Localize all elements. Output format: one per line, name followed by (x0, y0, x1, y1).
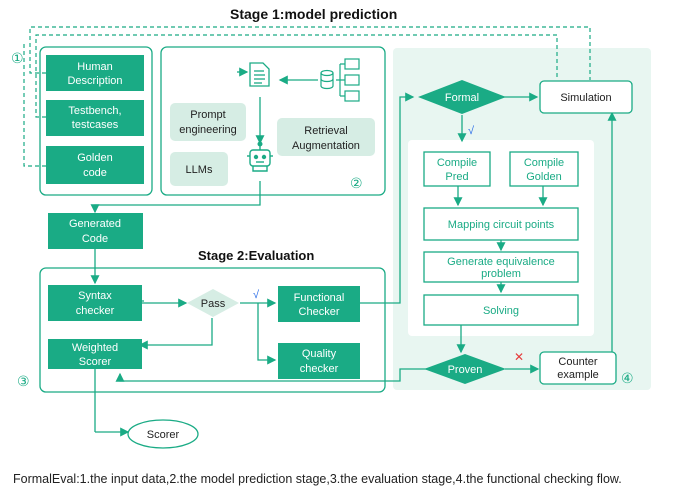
prediction-frame (160, 46, 386, 196)
proven-decision[interactable] (424, 354, 506, 384)
generate-line1: Generate equivalence (447, 256, 555, 268)
golden-code-box[interactable] (46, 146, 144, 184)
marker-four: ④ (621, 370, 634, 386)
golden-code-line2: code (83, 167, 107, 179)
counter-line1: Counter (558, 356, 597, 368)
compile-pred-box[interactable] (423, 151, 491, 187)
figure-caption: FormalEval:1.the input data,2.the model … (13, 472, 622, 486)
compile-pred-line1: Compile (437, 157, 477, 169)
solving-box[interactable] (423, 294, 579, 326)
scorer-label: Scorer (147, 429, 180, 441)
testbench-box[interactable] (46, 100, 144, 136)
proven-label: Proven (448, 364, 483, 376)
generate-equivalence-box[interactable] (423, 251, 579, 283)
formal-check-mark: √ (468, 125, 475, 137)
solving-label: Solving (483, 305, 519, 317)
formal-label: Formal (445, 92, 479, 104)
weighted-line1: Weighted (72, 342, 118, 354)
human-description-box[interactable] (46, 55, 144, 91)
weighted-scorer-box[interactable] (48, 339, 142, 369)
database-folders-icon (320, 58, 360, 102)
weighted-line2: Scorer (79, 356, 112, 368)
input-data-frame (39, 46, 153, 196)
syntax-checker-box[interactable] (48, 285, 142, 321)
generated-code-box[interactable] (48, 213, 143, 249)
dashed-feedback-lines (23, 26, 591, 167)
counter-line2: example (557, 369, 599, 381)
robot-icon (247, 141, 273, 172)
mapping-label: Mapping circuit points (448, 219, 555, 231)
llms-label: LLMs (186, 164, 213, 176)
flow-connectors (90, 67, 617, 437)
retrieval-line2: Augmentation (292, 140, 360, 152)
generated-line2: Code (82, 233, 108, 245)
human-description-line1: Human (77, 61, 112, 73)
formal-decision[interactable] (418, 80, 506, 114)
prompt-engineering-box[interactable] (170, 103, 246, 141)
retrieval-line1: Retrieval (304, 125, 347, 137)
generate-line2: problem (481, 268, 521, 280)
human-description-line2: Description (67, 75, 122, 87)
golden-code-line1: Golden (77, 152, 112, 164)
prompt-line1: Prompt (190, 109, 225, 121)
retrieval-augmentation-box[interactable] (277, 118, 375, 156)
compile-golden-line1: Compile (524, 157, 564, 169)
pass-decision[interactable] (187, 289, 239, 317)
syntax-line1: Syntax (78, 290, 112, 302)
compile-golden-box[interactable] (509, 151, 579, 187)
pass-label: Pass (201, 298, 226, 310)
llms-box[interactable] (170, 152, 228, 186)
scorer-ellipse[interactable] (127, 419, 199, 449)
testbench-line2: testcases (72, 119, 119, 131)
stage1-title: Stage 1:model prediction (230, 6, 397, 22)
quality-line2: checker (300, 363, 339, 375)
compile-golden-line2: Golden (526, 171, 561, 183)
simulation-box[interactable] (539, 80, 633, 114)
marker-two: ② (350, 175, 363, 191)
pass-check-mark: √ (253, 289, 260, 301)
functional-checker-box[interactable] (278, 286, 360, 322)
marker-three: ③ (17, 373, 30, 389)
mapping-circuit-points-box[interactable] (423, 207, 579, 241)
prompt-line2: engineering (179, 124, 237, 136)
evaluation-frame (39, 267, 386, 393)
quality-checker-box[interactable] (278, 343, 360, 379)
generated-line1: Generated (69, 218, 121, 230)
stage2-title: Stage 2:Evaluation (198, 248, 314, 263)
syntax-line2: checker (76, 305, 115, 317)
compile-pred-line2: Pred (445, 171, 468, 183)
functional-line2: Checker (299, 306, 340, 318)
counter-example-box[interactable] (539, 351, 617, 385)
document-icon (249, 62, 270, 87)
quality-line1: Quality (302, 348, 337, 360)
marker-one: ① (11, 50, 24, 66)
proven-cross-mark: ✕ (514, 350, 524, 364)
functional-line1: Functional (294, 292, 345, 304)
testbench-line1: Testbench, (68, 105, 121, 117)
simulation-label: Simulation (560, 92, 611, 104)
